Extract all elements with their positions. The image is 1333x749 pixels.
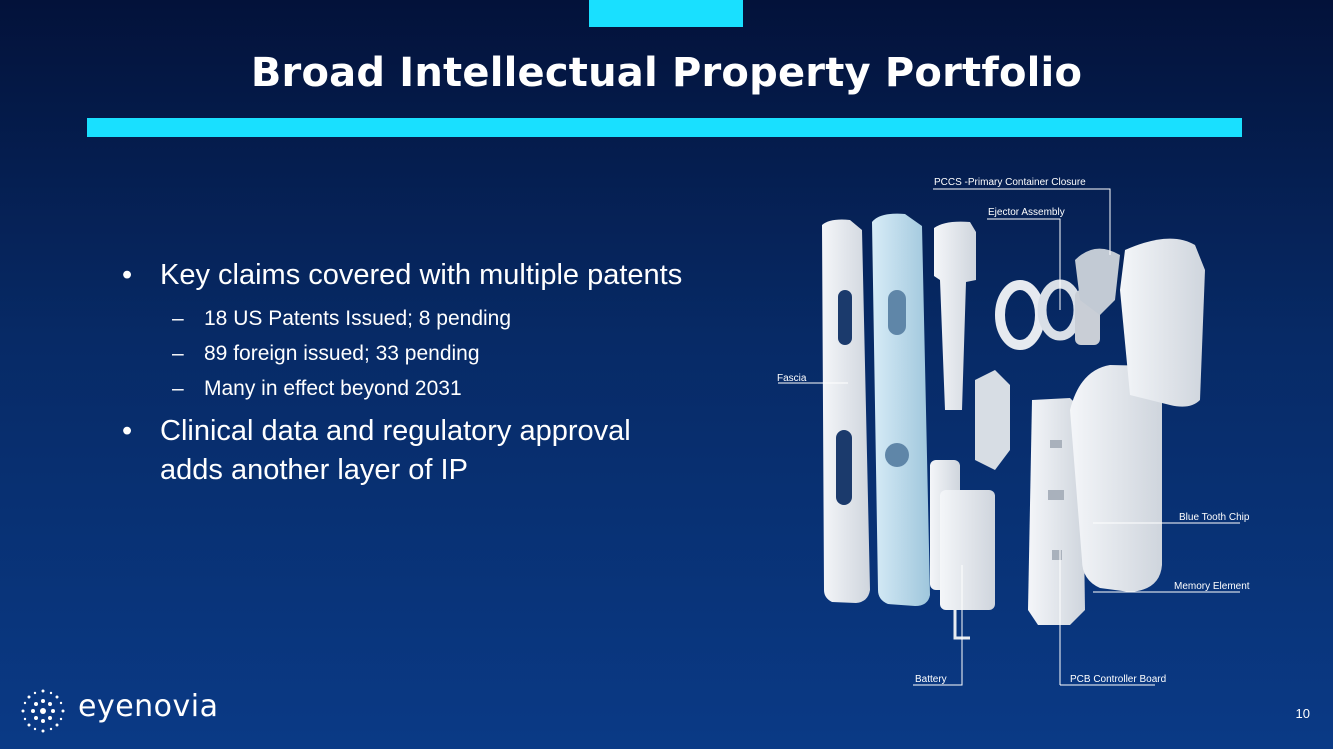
sub-bullet-item: – 89 foreign issued; 33 pending: [118, 336, 758, 371]
sub-bullet-text: Many in effect beyond 2031: [204, 377, 462, 400]
exploded-device-diagram: PCCS -Primary Container Closure Ejector …: [777, 177, 1250, 686]
dash-glyph: –: [172, 342, 184, 365]
dotted-burst-icon: [21, 689, 65, 733]
callout-pcb: PCB Controller Board: [1070, 674, 1166, 685]
bullet-item: • Key claims covered with multiple paten…: [118, 256, 758, 295]
dash-glyph: –: [172, 307, 184, 330]
title-underline-bar: [87, 118, 1242, 137]
eyenovia-logo: eyenovia: [18, 686, 218, 736]
pcb-board-part: [1028, 398, 1085, 625]
page-number: 10: [1295, 706, 1310, 721]
top-accent-tab: [589, 0, 743, 27]
bullet-text: Key claims covered with multiple patents: [160, 259, 683, 291]
callout-ejector: Ejector Assembly: [988, 207, 1065, 218]
sub-bullet-item: – Many in effect beyond 2031: [118, 371, 758, 406]
bullet-glyph: •: [122, 259, 133, 291]
callout-pccs: PCCS -Primary Container Closure: [934, 177, 1086, 188]
callout-fascia: Fascia: [777, 373, 807, 384]
callout-memory: Memory Element: [1174, 581, 1250, 592]
logo-wordmark: eyenovia: [78, 689, 219, 724]
fascia-part: [822, 219, 870, 604]
callout-battery: Battery: [915, 674, 947, 685]
callout-lines: [778, 188, 1240, 686]
bullet-item: • Clinical data and regulatory approval …: [118, 412, 758, 490]
callout-bluetooth: Blue Tooth Chip: [1179, 512, 1250, 523]
ejector-assembly-part: [995, 279, 1100, 350]
sub-bullet-text: 89 foreign issued; 33 pending: [204, 342, 480, 365]
inner-frame-part: [872, 213, 930, 606]
battery-part: [940, 490, 995, 640]
bullet-glyph: •: [122, 415, 133, 447]
dash-glyph: –: [172, 377, 184, 400]
bullet-list: • Key claims covered with multiple paten…: [118, 256, 758, 496]
bullet-text-line1: Clinical data and regulatory approval: [160, 415, 631, 447]
slide-title: Broad Intellectual Property Portfolio: [250, 50, 1083, 96]
sub-bullet-item: – 18 US Patents Issued; 8 pending: [118, 301, 758, 336]
rear-housing-part: [1070, 238, 1205, 592]
sub-bullet-text: 18 US Patents Issued; 8 pending: [204, 307, 512, 330]
bullet-text-line2: adds another layer of IP: [160, 454, 468, 486]
